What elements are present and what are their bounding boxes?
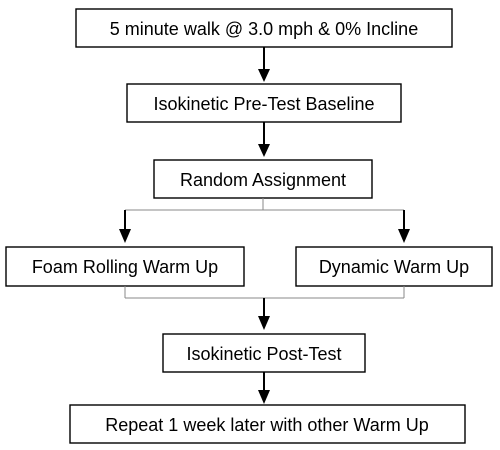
node-foam-rolling-label: Foam Rolling Warm Up [32, 257, 218, 277]
node-dynamic: Dynamic Warm Up [295, 246, 493, 287]
arrow-posttest-to-repeat [258, 372, 270, 404]
node-repeat: Repeat 1 week later with other Warm Up [69, 404, 466, 444]
split-connector [125, 198, 404, 211]
arrow-random-to-dynamic [398, 210, 410, 243]
node-random-assignment: Random Assignment [153, 159, 373, 199]
arrow-pretest-to-random [258, 122, 270, 157]
node-walk: 5 minute walk @ 3.0 mph & 0% Incline [75, 8, 453, 48]
node-foam-rolling: Foam Rolling Warm Up [5, 246, 245, 287]
arrow-walk-to-pretest [258, 47, 270, 82]
node-repeat-label: Repeat 1 week later with other Warm Up [105, 415, 428, 435]
node-random-assignment-label: Random Assignment [180, 170, 346, 190]
node-pretest: Isokinetic Pre-Test Baseline [126, 83, 402, 123]
merge-connector [124, 286, 405, 299]
node-posttest-label: Isokinetic Post-Test [186, 344, 341, 364]
node-walk-label: 5 minute walk @ 3.0 mph & 0% Incline [110, 19, 418, 39]
arrow-merge-to-posttest [258, 298, 270, 330]
node-dynamic-label: Dynamic Warm Up [319, 257, 469, 277]
arrow-random-to-foam [119, 210, 131, 243]
node-pretest-label: Isokinetic Pre-Test Baseline [153, 94, 374, 114]
node-posttest: Isokinetic Post-Test [162, 333, 366, 373]
